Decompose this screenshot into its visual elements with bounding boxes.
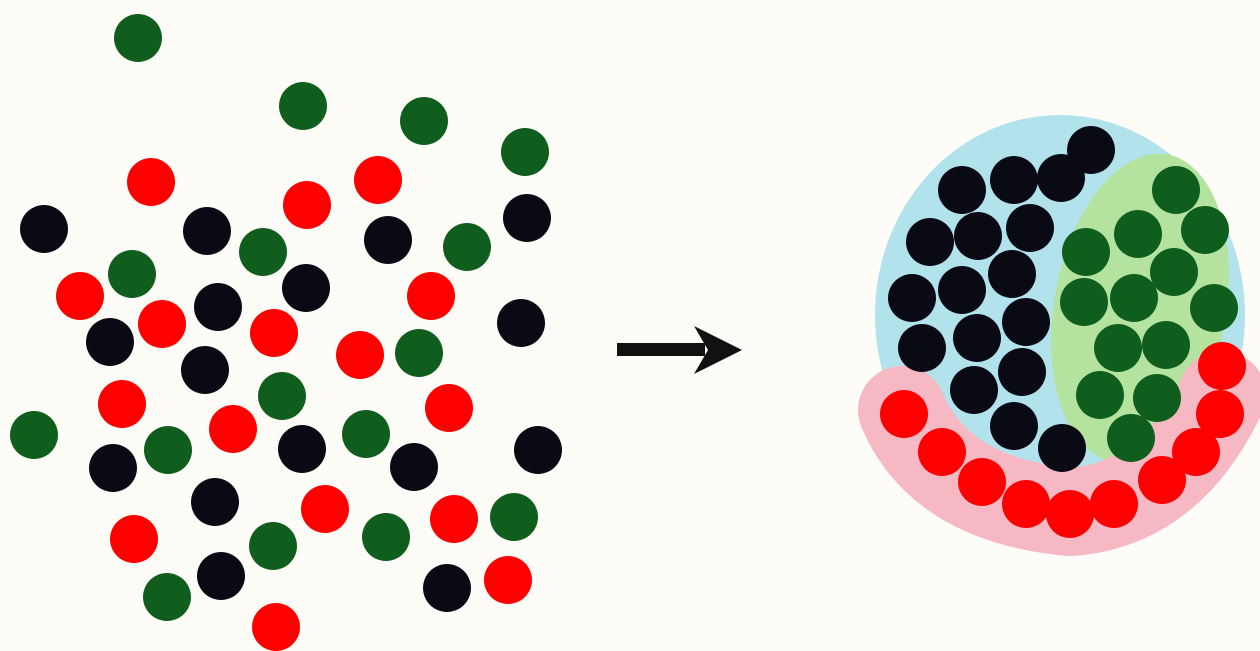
scattered-cell-red — [283, 181, 331, 229]
scattered-cell-black — [282, 264, 330, 312]
scattered-cell-green — [10, 411, 58, 459]
sorted-cell-green — [1190, 284, 1238, 332]
scattered-cell-green — [490, 493, 538, 541]
sorted-cell-black — [1037, 154, 1085, 202]
sorted-cell-red — [918, 428, 966, 476]
scattered-cell-red — [430, 495, 478, 543]
arrow-head — [694, 326, 742, 374]
scattered-cell-black — [423, 564, 471, 612]
scattered-cell-green — [362, 513, 410, 561]
sorted-cell-black — [954, 212, 1002, 260]
sorted-cell-green — [1060, 278, 1108, 326]
scattered-cell-green — [400, 97, 448, 145]
sorted-cell-black — [1006, 204, 1054, 252]
sorted-cell-green — [1133, 374, 1181, 422]
scattered-cell-red — [209, 405, 257, 453]
sorted-cell-black — [990, 156, 1038, 204]
sorted-cell-red — [1196, 390, 1244, 438]
sorted-cell-black — [906, 218, 954, 266]
scattered-cell-red — [301, 485, 349, 533]
sorted-cell-green — [1150, 248, 1198, 296]
scattered-cell-red — [484, 556, 532, 604]
scattered-cell-green — [114, 14, 162, 62]
sorted-cell-black — [990, 402, 1038, 450]
scattered-cell-red — [138, 300, 186, 348]
sorted-cell-black — [898, 324, 946, 372]
scattered-cell-black — [364, 216, 412, 264]
sorted-cell-red — [1090, 480, 1138, 528]
scattered-cell-red — [425, 384, 473, 432]
sorted-cell-red — [880, 390, 928, 438]
scattered-cell-green — [144, 426, 192, 474]
scattered-cell-green — [143, 573, 191, 621]
scattered-cell-green — [108, 250, 156, 298]
scattered-cell-red — [407, 272, 455, 320]
scattered-cell-black — [390, 443, 438, 491]
sorted-cell-black — [998, 348, 1046, 396]
scattered-cell-green — [395, 329, 443, 377]
scattered-cell-red — [98, 380, 146, 428]
scattered-cell-red — [252, 603, 300, 651]
sorted-cell-red — [1002, 480, 1050, 528]
sorted-cell-black — [950, 366, 998, 414]
scattered-cell-black — [86, 318, 134, 366]
scattered-cell-red — [336, 331, 384, 379]
sorted-cell-red — [958, 458, 1006, 506]
scattered-cell-black — [191, 478, 239, 526]
scattered-cell-black — [194, 283, 242, 331]
sorted-cell-green — [1142, 321, 1190, 369]
sorted-cell-red — [1046, 490, 1094, 538]
scattered-cell-green — [249, 522, 297, 570]
arrow-shaft — [617, 343, 705, 356]
sorted-cell-black — [938, 266, 986, 314]
scattered-cell-green — [258, 372, 306, 420]
sorted-cell-red — [1138, 456, 1186, 504]
sorted-cell-green — [1094, 324, 1142, 372]
scattered-cell-black — [89, 444, 137, 492]
sorted-cell-black — [953, 314, 1001, 362]
sorted-cell-green — [1110, 274, 1158, 322]
scattered-cell-black — [197, 552, 245, 600]
sorted-cell-black — [1002, 298, 1050, 346]
sorted-cell-green — [1114, 210, 1162, 258]
sorted-cell-red — [1198, 342, 1246, 390]
sorted-cell-green — [1181, 206, 1229, 254]
scattered-cell-green — [239, 228, 287, 276]
sorted-cell-green — [1152, 166, 1200, 214]
sorted-cell-green — [1062, 228, 1110, 276]
sorted-cell-red — [1172, 428, 1220, 476]
sorted-cell-black — [1067, 126, 1115, 174]
scattered-cell-red — [250, 309, 298, 357]
sorted-cell-green — [1076, 371, 1124, 419]
scattered-cell-red — [127, 158, 175, 206]
scattered-cell-black — [278, 425, 326, 473]
sorted-cells — [880, 126, 1246, 538]
sorted-cell-black — [988, 250, 1036, 298]
sorted-cell-black — [1038, 424, 1086, 472]
scattered-cell-green — [279, 82, 327, 130]
scattered-cell-red — [110, 515, 158, 563]
scattered-cell-black — [497, 299, 545, 347]
sorted-cell-green — [1107, 414, 1155, 462]
scattered-cell-green — [501, 128, 549, 176]
scattered-cell-green — [443, 223, 491, 271]
sorted-cell-black — [888, 274, 936, 322]
scattered-cell-black — [20, 205, 68, 253]
scattered-cells-group — [10, 14, 562, 651]
sorted-cells-group — [858, 115, 1260, 556]
right-arrow-icon — [617, 326, 742, 374]
scattered-cell-red — [56, 272, 104, 320]
scattered-cell-black — [183, 207, 231, 255]
sorted-cell-black — [938, 166, 986, 214]
scattered-cell-red — [354, 156, 402, 204]
scattered-cell-black — [514, 426, 562, 474]
scattered-cell-green — [342, 410, 390, 458]
scattered-cell-black — [181, 346, 229, 394]
scattered-cell-black — [503, 194, 551, 242]
